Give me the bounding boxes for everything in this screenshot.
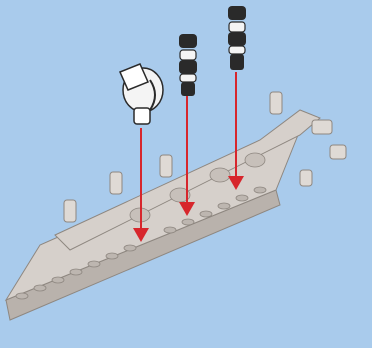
- beam-hole: [200, 211, 212, 217]
- peg: [64, 200, 76, 222]
- beam-hole: [34, 285, 46, 291]
- axle-band: [180, 50, 196, 60]
- axle-bottom: [230, 54, 244, 70]
- beam-hole: [88, 261, 100, 267]
- axle-top: [228, 6, 246, 20]
- axle-mid: [179, 60, 197, 74]
- axle-top: [179, 34, 197, 48]
- beam-hole: [236, 195, 248, 201]
- beam-hole: [70, 269, 82, 275]
- beam-hole: [218, 203, 230, 209]
- beam-slot: [210, 168, 230, 182]
- axle-band: [229, 46, 245, 54]
- beam-slot: [245, 153, 265, 167]
- axle-band: [180, 74, 196, 82]
- peg: [300, 170, 312, 186]
- beam-hole: [254, 187, 266, 193]
- axle-bottom: [181, 82, 195, 96]
- connector-pin: [134, 108, 150, 124]
- axle-connector-icon: [228, 6, 246, 70]
- peg: [270, 92, 282, 114]
- axle-band: [229, 22, 245, 32]
- axle-mid: [228, 32, 246, 46]
- beam-hole: [16, 293, 28, 299]
- axle-connector-icon: [179, 34, 197, 96]
- beam-hole: [182, 219, 194, 225]
- beam-hole: [106, 253, 118, 259]
- peg: [330, 145, 346, 159]
- beam-hole: [164, 227, 176, 233]
- peg: [160, 155, 172, 177]
- beam-hole: [124, 245, 136, 251]
- peg: [110, 172, 122, 194]
- peg: [312, 120, 332, 134]
- beam-hole: [52, 277, 64, 283]
